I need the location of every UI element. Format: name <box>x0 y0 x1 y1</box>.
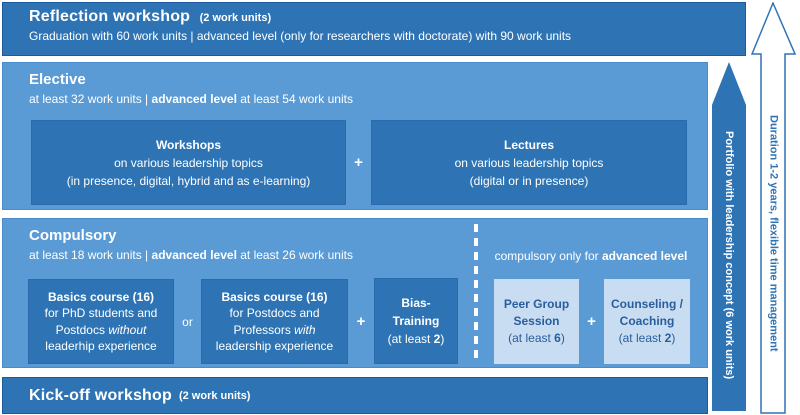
bias-units-post: ) <box>440 332 445 346</box>
basics1-title: Basics course (16) <box>47 289 155 304</box>
plus-sign-elective: + <box>354 154 363 171</box>
elective-title: Elective <box>29 71 86 88</box>
basics2-line3-pre: Professors <box>233 322 295 337</box>
lectures-box-title: Lectures <box>503 137 555 152</box>
elective-subtitle-bold: advanced level <box>151 92 237 106</box>
counseling-title-line2: Coaching <box>619 314 675 328</box>
elective-subtitle-post: at least 54 work units <box>236 92 353 106</box>
counseling-units-num: 2 <box>664 331 672 345</box>
compulsory-subtitle: at least 18 work units | advanced level … <box>29 248 353 262</box>
lectures-box-line2: on various leadership topics <box>454 155 604 170</box>
bias-units-num: 2 <box>433 332 441 346</box>
bias-units: (at least 2) <box>388 330 445 348</box>
bias-title-line1: Bias- <box>401 296 431 310</box>
reflection-title: Reflection workshop <box>29 8 191 25</box>
lectures-box: Lectures on various leadership topics (d… <box>371 120 687 205</box>
bias-title-line2: Training <box>392 314 440 328</box>
compulsory-section: Compulsory at least 18 work units | adva… <box>2 218 708 368</box>
reflection-workshop-bar: Reflection workshop (2 work units) Gradu… <box>2 2 746 56</box>
counseling-units-pre: (at least <box>618 331 665 345</box>
workshops-box-line3: (in presence, digital, hybrid and as e-l… <box>66 173 311 188</box>
reflection-units: (2 work units) <box>199 12 272 24</box>
basics2-line3-italic: with <box>294 322 316 337</box>
compulsory-subtitle-pre: at least 18 work units | <box>29 248 152 262</box>
peer-units-pre: (at least <box>508 331 555 345</box>
peer-units-post: ) <box>560 331 565 345</box>
portfolio-arrow-label: Portfolio with leadership concept (6 wor… <box>723 130 735 380</box>
kickoff-title: Kick-off workshop <box>29 386 172 404</box>
kickoff-units: (2 work units) <box>178 389 251 402</box>
dashed-divider <box>474 224 478 364</box>
bias-units-pre: (at least <box>387 332 434 346</box>
duration-arrow-label: Duration 1-2 years, flexible time manage… <box>767 114 780 352</box>
kickoff-workshop-bar: Kick-off workshop (2 work units) <box>2 377 708 414</box>
advanced-note-pre: compulsory only for <box>494 249 602 263</box>
reflection-title-row: Reflection workshop (2 work units) <box>29 8 745 26</box>
lectures-box-line3: (digital or in presence) <box>469 173 589 188</box>
basics1-line4: leaderhip experience <box>45 339 157 353</box>
duration-arrow-up-icon <box>751 2 796 414</box>
elective-subtitle-pre: at least 32 work units | <box>29 92 152 106</box>
advanced-level-note: compulsory only for advanced level <box>474 249 708 263</box>
compulsory-subtitle-post: at least 26 work units <box>236 248 353 262</box>
plus-sign-compulsory-right: + <box>587 313 596 330</box>
compulsory-subtitle-bold: advanced level <box>151 248 237 262</box>
workshops-box-line2: on various leadership topics <box>114 155 263 170</box>
basics2-line4: leadership experience <box>215 339 334 353</box>
basics1-line3-italic: without <box>108 322 147 337</box>
portfolio-arrow-up-icon <box>712 62 746 411</box>
counseling-title-line1: Counseling / <box>611 297 683 311</box>
elective-subtitle: at least 32 work units | advanced level … <box>29 92 353 106</box>
bias-training-box: Bias- Training (at least 2) <box>374 278 458 364</box>
peer-units-num: 6 <box>554 331 561 345</box>
basics1-line3: Postdocs without <box>56 322 147 339</box>
peer-units: (at least 6) <box>508 330 565 347</box>
basics2-title: Basics course (16) <box>221 289 328 304</box>
basics2-line2: for Postdocs and <box>229 306 320 320</box>
basics2-line3: Professors with <box>233 322 315 339</box>
counseling-coaching-box: Counseling / Coaching (at least 2) <box>604 279 690 364</box>
elective-section: Elective at least 32 work units | advanc… <box>2 62 708 210</box>
basics1-line2: for PhD students and <box>44 306 158 320</box>
counseling-units-post: ) <box>671 331 676 345</box>
workshops-box: Workshops on various leadership topics (… <box>31 120 346 205</box>
peer-title-line1: Peer Group <box>503 297 570 311</box>
basics1-line3-pre: Postdocs <box>55 322 109 337</box>
or-sign: or <box>182 314 193 329</box>
counseling-units: (at least 2) <box>619 330 676 347</box>
compulsory-title: Compulsory <box>29 227 117 244</box>
advanced-note-bold: advanced level <box>601 249 688 263</box>
plus-sign-compulsory-left: + <box>356 313 366 330</box>
peer-group-session-box: Peer Group Session (at least 6) <box>494 279 579 364</box>
reflection-subtitle: Graduation with 60 work units | advanced… <box>29 29 572 43</box>
peer-title-line2: Session <box>513 314 560 328</box>
basics-course-2-box: Basics course (16) for Postdocs and Prof… <box>201 279 348 364</box>
workshops-box-title: Workshops <box>155 137 222 152</box>
basics-course-1-box: Basics course (16) for PhD students and … <box>28 279 174 364</box>
